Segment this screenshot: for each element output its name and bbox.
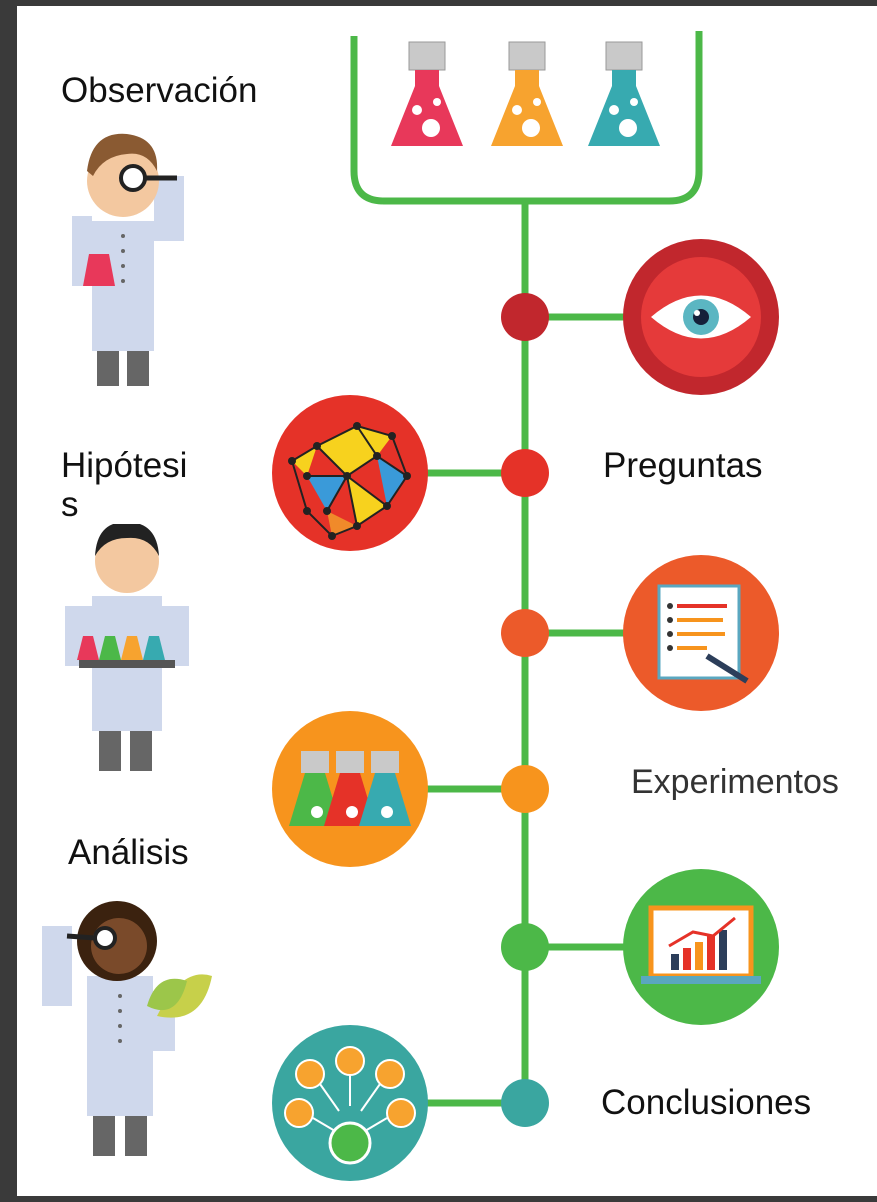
timeline-node-3	[501, 609, 549, 657]
label-preguntas: Preguntas	[597, 446, 769, 486]
label-hipotesis-line1: Hipótesi	[61, 446, 188, 485]
scientific-method-diagram: Observación Hipótesi s Análisis Pregunta…	[17, 6, 877, 1196]
timeline-node-4	[501, 765, 549, 813]
timeline-node-6	[501, 1079, 549, 1127]
timeline-node-2	[501, 449, 549, 497]
label-hipotesis-line2: s	[61, 484, 79, 524]
convergence-icon	[272, 1025, 428, 1181]
flask-orange-icon	[491, 41, 563, 146]
scientist-observation-figure	[72, 133, 184, 386]
timeline-node-5	[501, 923, 549, 971]
flask-pink-icon	[391, 41, 463, 146]
label-experimentos: Experimentos	[625, 763, 845, 802]
label-conclusiones: Conclusiones	[595, 1083, 818, 1123]
flask-teal-icon	[588, 41, 660, 146]
label-hipotesis: Hipótesi s	[55, 446, 197, 524]
label-observacion: Observación	[55, 71, 264, 111]
timeline-node-1	[501, 293, 549, 341]
diagram-graphics	[42, 31, 779, 1181]
bar-chart-laptop-icon	[623, 869, 779, 1025]
label-analisis: Análisis	[62, 833, 195, 873]
network-icon	[272, 395, 428, 551]
scientist-hypothesis-figure	[65, 521, 189, 771]
checklist-icon	[623, 555, 779, 711]
scientist-analysis-figure	[42, 901, 212, 1156]
beakers-icon	[272, 711, 428, 867]
eye-icon	[623, 239, 779, 395]
